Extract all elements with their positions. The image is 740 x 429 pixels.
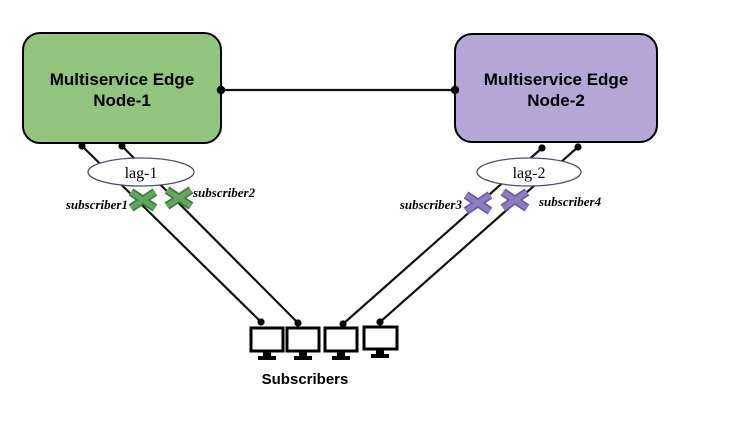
lag1-port2-dot xyxy=(118,142,126,150)
x-marker-fill xyxy=(464,192,492,214)
monitor-icon xyxy=(362,325,399,358)
subscriber1-label: subscriber1 xyxy=(65,197,128,212)
monitor-icon xyxy=(323,326,359,360)
lag1: lag-1 xyxy=(87,157,195,187)
node1: Multiservice Edge Node-1 xyxy=(22,32,222,144)
subscriber4-x-marker-icon xyxy=(500,188,530,212)
lag2-ellipse xyxy=(476,157,582,187)
subscriber3-x-marker-icon xyxy=(463,191,493,215)
node1-label-line2: Node-1 xyxy=(93,91,151,110)
node2-label-line2: Node-2 xyxy=(527,91,585,110)
lag1-ellipse xyxy=(87,157,195,187)
monitor1-dot xyxy=(257,318,265,326)
node2-link-dot xyxy=(450,85,460,95)
monitor2-dot xyxy=(294,319,302,327)
node1-link-dot xyxy=(216,85,226,95)
subscriber2-x-marker-icon xyxy=(164,186,194,210)
node1-label-line1: Multiservice Edge xyxy=(50,70,195,89)
monitor4-dot xyxy=(376,318,384,326)
subscribers-caption: Subscribers xyxy=(262,371,349,388)
node2-label-line1: Multiservice Edge xyxy=(484,70,629,89)
subscriber2-label: subscriber2 xyxy=(192,185,256,200)
monitor-icon xyxy=(285,326,321,360)
lag2-port2-dot xyxy=(574,143,582,151)
x-marker-fill xyxy=(165,187,193,209)
lag1-port1-dot xyxy=(78,142,86,150)
subscriber3-label: subscriber3 xyxy=(399,197,463,212)
subscriber-monitors xyxy=(249,325,399,360)
connection-dots xyxy=(78,85,582,328)
x-marker-fill xyxy=(501,189,529,211)
x-marker-fill xyxy=(129,189,157,211)
monitor-icon xyxy=(249,326,285,360)
lag1-label: lag-1 xyxy=(125,165,158,182)
subscriber1-x-marker-icon xyxy=(128,188,158,212)
lag2: lag-2 xyxy=(476,157,582,187)
subscriber4-label: subscriber4 xyxy=(538,194,602,209)
lag2-port1-dot xyxy=(538,144,546,152)
node2: Multiservice Edge Node-2 xyxy=(454,33,658,143)
monitor3-dot xyxy=(339,320,347,328)
lag2-label: lag-2 xyxy=(513,165,546,182)
